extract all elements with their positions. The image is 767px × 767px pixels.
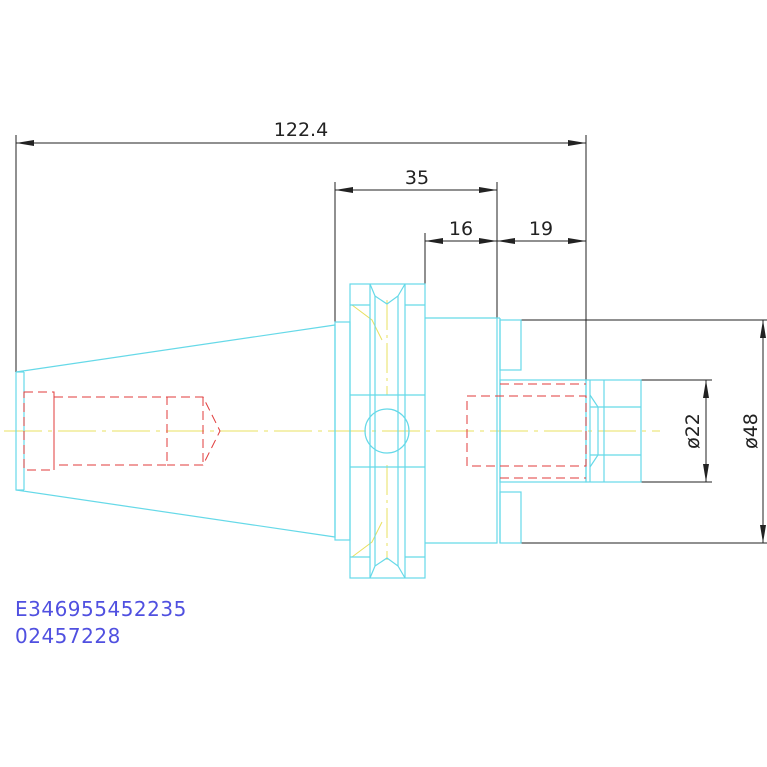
arrow-d48-bottom xyxy=(760,525,766,543)
drive-slot-circle xyxy=(364,408,410,454)
v-groove-top xyxy=(369,283,406,305)
key-guide-top xyxy=(351,304,383,341)
shank-thread-bore xyxy=(53,396,168,466)
arrow-d22-bottom xyxy=(703,464,709,482)
arrow-offset-right xyxy=(479,238,497,244)
arrow-overall-right xyxy=(568,140,586,146)
nose-bore xyxy=(466,395,587,467)
v-groove-bottom xyxy=(369,557,406,579)
arrow-flange-right xyxy=(479,187,497,193)
nose-key-top xyxy=(499,319,522,371)
arrow-nose-right xyxy=(568,238,586,244)
arrow-overall-left xyxy=(16,140,34,146)
part-code-line-2: 02457228 xyxy=(15,624,121,648)
dim-text-nose-diameter: ø48 xyxy=(740,413,762,449)
flange-body xyxy=(349,283,426,579)
arrow-flange-left xyxy=(335,187,353,193)
center-lines xyxy=(4,300,660,560)
part-outline xyxy=(15,283,642,579)
nose-key-bottom xyxy=(499,491,522,544)
arrow-nose-left xyxy=(497,238,515,244)
hidden-lines xyxy=(23,383,587,479)
arrow-offset-left xyxy=(425,238,443,244)
dimension-arrows xyxy=(16,140,766,543)
dimension-lines xyxy=(15,135,767,544)
dim-text-nose-length: 19 xyxy=(529,218,553,240)
dim-text-overall-length: 122.4 xyxy=(274,119,328,141)
key-guide-bottom xyxy=(351,521,383,558)
arrow-d48-top xyxy=(760,320,766,338)
body-neck xyxy=(425,317,498,544)
shank-counterbore xyxy=(23,391,55,471)
arrow-d22-top xyxy=(703,380,709,398)
dim-text-face-offset: 16 xyxy=(449,218,473,240)
dim-text-flange-to-face: 35 xyxy=(405,167,429,189)
dim-text-bore-diameter: ø22 xyxy=(682,413,704,449)
collet-chamfer xyxy=(589,394,599,468)
drill-point xyxy=(167,396,221,466)
part-code-line-1: E346955452235 xyxy=(15,597,187,621)
